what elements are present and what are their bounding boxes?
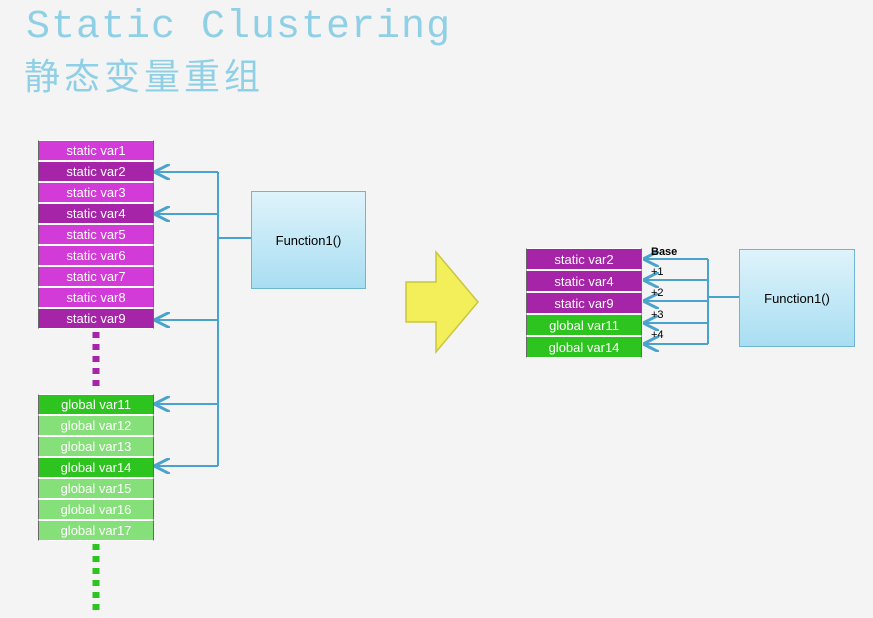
global-var-cell: global var12 — [38, 415, 154, 436]
clustered-var-cell: static var4 — [526, 270, 642, 292]
offset-label: +1 — [651, 266, 664, 278]
global-var-cell: global var13 — [38, 436, 154, 457]
offset-label: +2 — [651, 287, 664, 299]
function-box-left: Function1() — [251, 191, 366, 289]
clustered-var-stack: static var2 static var4 static var9 glob… — [526, 248, 642, 358]
global-var-cell: global var11 — [38, 394, 154, 415]
clustered-var-cell: static var2 — [526, 248, 642, 270]
static-var-cell: static var5 — [38, 224, 154, 245]
global-var-cell: global var15 — [38, 478, 154, 499]
global-var-cell: global var17 — [38, 520, 154, 541]
subtitle: 静态变量重组 — [24, 57, 265, 98]
static-var-cell: static var7 — [38, 266, 154, 287]
clustered-var-cell: global var14 — [526, 336, 642, 358]
static-var-stack: static var1 static var2 static var3 stat… — [38, 140, 154, 329]
title: Static Clustering — [26, 5, 452, 50]
static-var-cell: static var1 — [38, 140, 154, 161]
offset-label: +4 — [651, 329, 664, 341]
global-var-cell: global var16 — [38, 499, 154, 520]
offset-label: Base — [651, 246, 677, 258]
static-var-cell: static var2 — [38, 161, 154, 182]
transform-arrow — [405, 249, 479, 355]
static-var-cell: static var4 — [38, 203, 154, 224]
global-var-stack: global var11 global var12 global var13 g… — [38, 394, 154, 541]
clustered-var-cell: static var9 — [526, 292, 642, 314]
static-var-cell: static var8 — [38, 287, 154, 308]
static-var-cell: static var9 — [38, 308, 154, 329]
offset-label: +3 — [651, 309, 664, 321]
function-box-right: Function1() — [739, 249, 855, 347]
static-var-cell: static var3 — [38, 182, 154, 203]
clustered-var-cell: global var11 — [526, 314, 642, 336]
global-var-cell: global var14 — [38, 457, 154, 478]
static-var-cell: static var6 — [38, 245, 154, 266]
